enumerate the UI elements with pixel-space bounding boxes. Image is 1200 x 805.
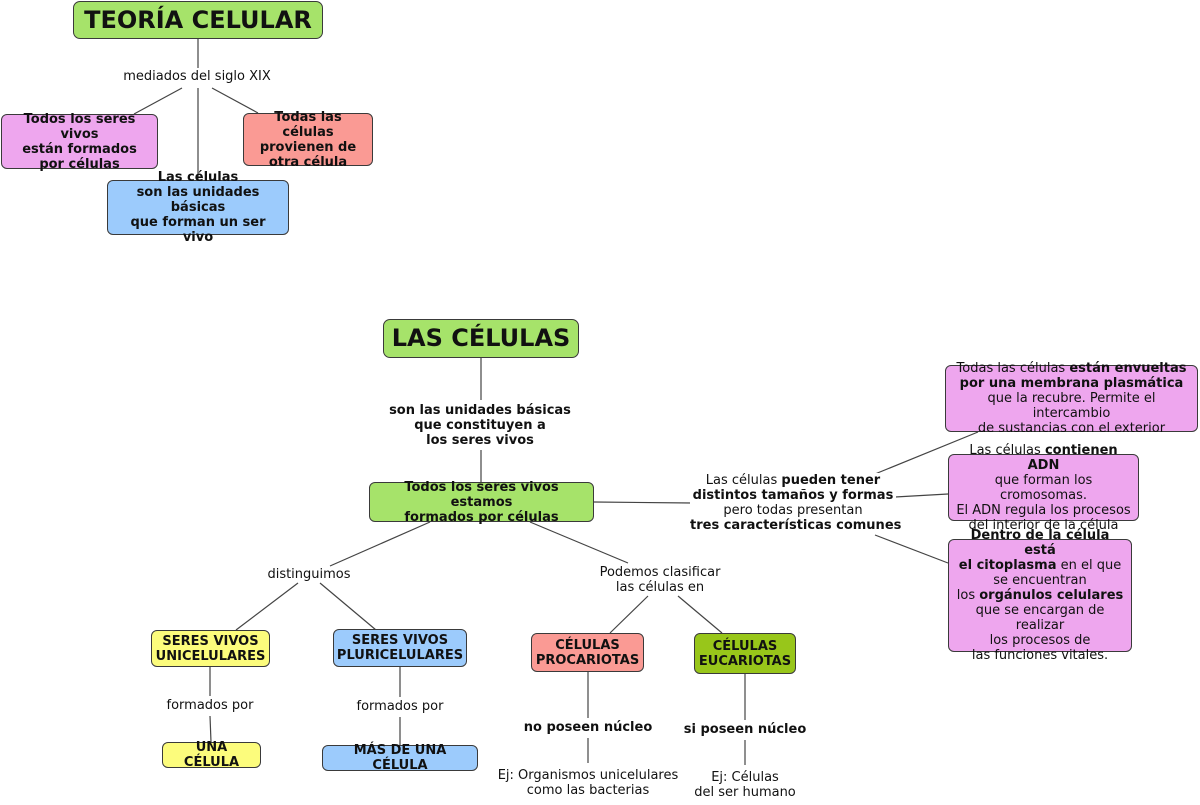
node-line: los procesos de [989,633,1091,648]
label-line: tres características comunes [690,518,902,533]
cytoplasm-node[interactable]: Dentro de la célula está el citoplasma e… [948,528,1132,663]
connector [593,501,693,504]
node-line: El ADN regula los procesos [956,502,1131,518]
label-line: como las bacterias [526,783,650,798]
cells-title: LAS CÉLULAS [391,324,571,352]
main-node-line: formados por células [404,509,559,525]
prokaryotes-node[interactable]: CÉLULAS PROCARIOTAS [531,633,644,672]
cells-title-node[interactable]: LAS CÉLULAS [383,319,579,358]
label-line: Las células pueden tener [690,473,896,488]
connector [894,493,949,498]
node-line: del interior de la célula [968,517,1119,533]
multicellular-node[interactable]: SERES VIVOS PLURICELULARES [333,629,467,667]
one-cell-node[interactable]: UNA CÉLULA [162,740,261,770]
more-cells-text: MÁS DE UNA CÉLULA [353,743,447,773]
label-line: son las unidades básicas [389,403,571,418]
classify-label: Podemos clasificar las células en [595,565,725,595]
one-cell-text: UNA CÉLULA [183,740,240,770]
formed-by-label-multi: formados por [350,699,450,714]
connector [133,87,183,115]
multicellular-text: SERES VIVOS PLURICELULARES [336,633,464,663]
theory-principle-1-text: Todos los seres vivos están formados por… [22,111,137,172]
label-line: del ser humano [694,785,796,800]
theory-title: TEORÍA CELULAR [84,5,312,34]
connector [235,582,299,631]
label-line: Ej: Células [711,770,779,785]
node-line: que forman los cromosomas. [994,472,1093,503]
label-text-bold: pueden tener [781,473,881,488]
node-text-bold: están envueltas [1069,361,1187,376]
node-line: el citoplasma en el que [959,558,1121,573]
label-line: Podemos clasificar [599,565,721,580]
distinguish-label: distinguimos [262,567,356,582]
prokaryote-example: Ej: Organismos unicelulares como las bac… [495,768,681,798]
theory-principle-3-node[interactable]: Todas las células provienen de otra célu… [243,110,373,170]
node-line: de sustancias con el exterior [977,421,1166,436]
theory-link-label: mediados del siglo XIX [118,69,276,84]
connector [211,87,259,114]
connector [677,595,723,634]
node-line: que la recubre. Permite el intercambio [987,391,1156,421]
eukaryote-example: Ej: Células del ser humano [690,770,800,800]
node-text: en el que [1056,558,1122,573]
connector [209,715,212,743]
connector [319,582,377,631]
eukaryotes-text: CÉLULAS EUCARIOTAS [698,638,792,669]
node-line: Todas las células están envueltas [957,361,1187,376]
label-line: las células en [615,580,705,595]
label-line: que constituyen a [414,418,546,433]
label-line: los seres vivos [426,433,534,448]
cells-main-node[interactable]: Todos los seres vivos estamos formados p… [369,479,594,525]
node-line: los orgánulos celulares [957,588,1124,603]
connector [529,521,629,564]
label-line: Ej: Organismos unicelulares [497,768,679,783]
label-text: Las células [705,473,782,488]
node-text-bold: contienen ADN [1027,442,1118,473]
characteristics-label: Las células pueden tener distintos tamañ… [690,473,902,533]
label-line: pero todas presentan [723,503,863,518]
node-text-bold: el citoplasma [958,558,1057,573]
theory-principle-2-text: Las células son las unidades básicas que… [130,170,266,245]
node-line: se encuentran [993,573,1087,588]
prokaryotes-text: CÉLULAS PROCARIOTAS [535,637,640,668]
theory-principle-2-node[interactable]: Las células son las unidades básicas que… [107,170,289,245]
node-text-bold: orgánulos celulares [979,588,1124,603]
node-line: por una membrana plasmática [959,376,1184,391]
label-line: distintos tamaños y formas [692,488,894,503]
connector [329,521,431,567]
main-node-line: Todos los seres vivos estamos [404,479,559,510]
node-line: que se encargan de realizar [975,603,1105,633]
node-text: Todas las células [956,361,1070,376]
more-cells-node[interactable]: MÁS DE UNA CÉLULA [322,743,478,773]
formed-by-label-uni: formados por [160,698,260,713]
eukaryotes-node[interactable]: CÉLULAS EUCARIOTAS [694,633,796,674]
theory-principle-1-node[interactable]: Todos los seres vivos están formados por… [1,111,158,172]
node-line: Las células contienen ADN [955,443,1132,473]
unicellular-text: SERES VIVOS UNICELULARES [155,633,266,664]
node-text: los [956,588,980,603]
connector [609,595,649,634]
node-text: Las células [969,442,1045,458]
connector [874,431,979,475]
no-nucleus-label: no poseen núcleo [518,720,658,735]
connector [874,534,949,564]
yes-nucleus-label: si poseen núcleo [680,722,810,737]
theory-title-node[interactable]: TEORÍA CELULAR [73,1,323,39]
membrane-node[interactable]: Todas las células están envueltas por un… [945,361,1198,436]
unicellular-node[interactable]: SERES VIVOS UNICELULARES [151,630,270,667]
node-line: Dentro de la célula está [970,528,1110,558]
node-line: las funciones vitales. [971,648,1109,663]
cells-link-label: son las unidades básicas que constituyen… [380,403,580,448]
theory-principle-3-text: Todas las células provienen de otra célu… [259,109,357,170]
dna-node[interactable]: Las células contienen ADN que forman los… [948,443,1139,533]
